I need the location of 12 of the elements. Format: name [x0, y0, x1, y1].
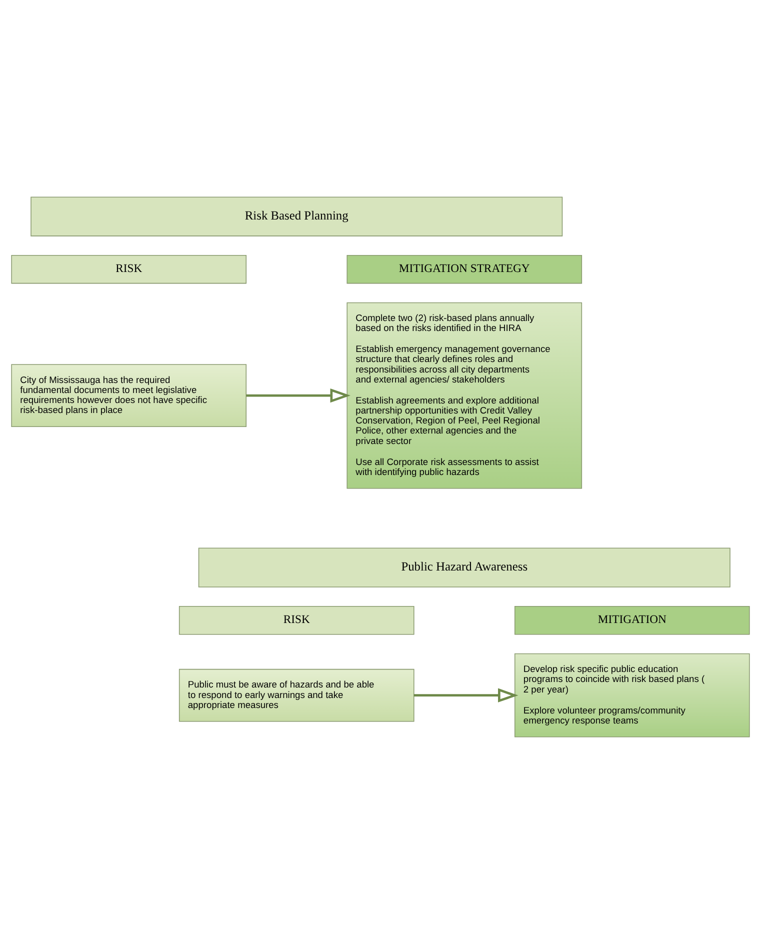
node-box: City of Mississauga has the required fundamental documents to meet legislative requirements however does not have specific risk-based plans in place — [11, 364, 247, 427]
node-box: MITIGATION STRATEGY — [346, 254, 582, 284]
node-box: Public must be aware of hazards and be able to respond to early warnings and take appropriate measures — [178, 668, 414, 722]
node-box: Risk Based Planning — [30, 196, 563, 236]
node-box: RISK — [178, 606, 414, 635]
node-box: Complete two (2) risk-based plans annually based on the risks identified in the HIRA Establish emergency management governance structure that clearly defines roles and responsibilities across all city departments and external agencies/ stakeholders Establish agreements and explore additional partnership opportunities with Credit Valley Conservation, Region of Peel, Peel Regional Police, other external agencies and the private sector Use all Corporate risk assessments to assist with identifying public hazards — [346, 302, 582, 489]
arrow — [414, 688, 518, 702]
node-box: RISK — [11, 254, 247, 284]
node-box: Develop risk specific public education programs to coincide with risk based plans ( 2 per year) Explore volunteer programs/community emergency response teams — [514, 653, 750, 738]
arrow — [246, 388, 350, 403]
node-box: Public Hazard Awareness — [198, 548, 730, 588]
node-box: MITIGATION — [514, 606, 750, 635]
